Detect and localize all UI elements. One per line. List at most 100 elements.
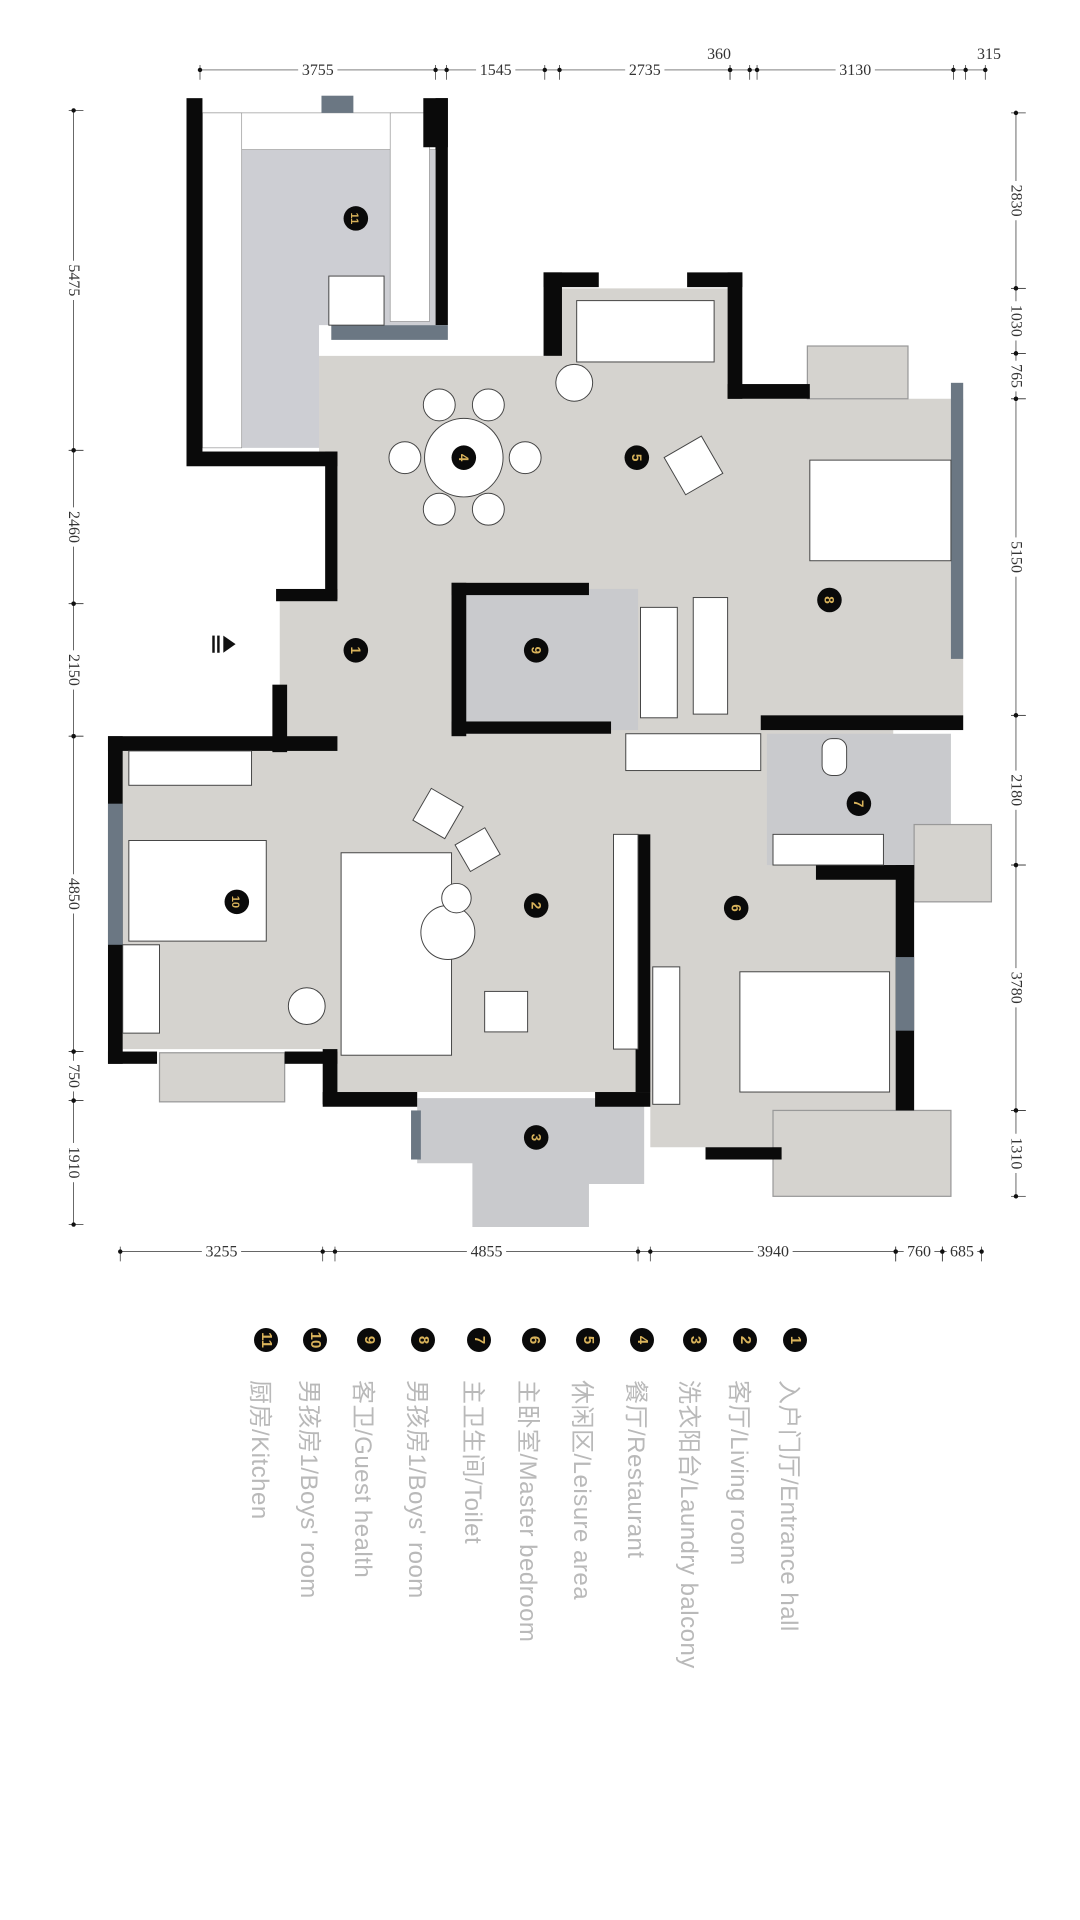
dimension-label: 1310: [1007, 1137, 1024, 1169]
bed-10-closet: [128, 750, 253, 786]
room-badge-2: 2: [523, 893, 549, 918]
room-badge-3: 3: [523, 1125, 549, 1150]
room-badges: 1 2 3 4 5 6 7 8 9 10 11: [224, 206, 872, 1150]
room-badge-number: 2: [528, 902, 543, 910]
legend-badge: 3: [683, 1328, 707, 1352]
tv-cabinet: [613, 833, 639, 1050]
balcony-10: [158, 1052, 286, 1103]
room-badge-number: 10: [229, 896, 241, 908]
dimension-label: 765: [1007, 364, 1024, 388]
dimension-label: 2830: [1007, 185, 1024, 217]
dimension-label: 360: [707, 46, 731, 63]
bed-8: [809, 459, 952, 562]
dimension-label: 1910: [65, 1147, 82, 1179]
top-dimensions: 3755 1545 2735 360 3130 315: [197, 46, 1001, 80]
dimension-label: 685: [950, 1243, 974, 1260]
desk-10: [122, 944, 161, 1034]
dimension-label: 750: [65, 1064, 82, 1088]
legend-badge: 5: [576, 1328, 600, 1352]
bottom-dimensions: 3255 4855 3940 760 685: [118, 1243, 984, 1262]
ottoman: [484, 990, 529, 1033]
dimension-label: 2180: [1007, 774, 1024, 806]
closet-8: [692, 597, 729, 715]
dimension-label: 4855: [471, 1243, 503, 1260]
legend-badge: 2: [733, 1328, 757, 1352]
room-badge-number: 9: [528, 647, 543, 655]
legend-label: 客厅/Living room: [725, 1380, 752, 1566]
room-badge-8: 8: [817, 587, 842, 613]
legend-label: 洗衣阳台/Laundry balcony: [675, 1380, 702, 1669]
kitchen-floor: [202, 112, 436, 448]
dimension-label: 315: [977, 46, 1001, 63]
dimension-label: 1545: [480, 62, 512, 79]
dimension-label: 3755: [302, 62, 334, 79]
dimension-label: 3940: [757, 1243, 789, 1260]
dimension-label: 3780: [1007, 972, 1024, 1004]
dimension-label: 760: [907, 1243, 931, 1260]
room-badge-5: 5: [624, 445, 650, 470]
closet-6: [625, 733, 762, 772]
kitchen-counter-right: [389, 112, 430, 322]
legend-badge: 11: [254, 1328, 278, 1352]
room-badge-6: 6: [723, 895, 749, 921]
legend-label: 休闲区/Leisure area: [568, 1380, 595, 1601]
room-badge-10: 10: [224, 889, 250, 915]
guest-bath-floor: [463, 588, 639, 731]
legend-badge: 4: [630, 1328, 654, 1352]
legend-badge: 7: [467, 1328, 491, 1352]
coffee-table: [420, 905, 476, 961]
laundry-floor: [417, 1098, 645, 1227]
legend-label: 厨房/Kitchen: [246, 1380, 273, 1520]
bed-6: [739, 971, 891, 1093]
legend-label: 客卫/Guest health: [349, 1380, 376, 1579]
accent-walls: [107, 95, 964, 1160]
dimension-label: 3130: [839, 62, 871, 79]
room-badge-1: 1: [343, 638, 369, 663]
legend-badge: 9: [357, 1328, 381, 1352]
dimension-label: 3255: [206, 1243, 238, 1260]
room-badge-11: 11: [343, 206, 369, 231]
legend-badge: 10: [303, 1328, 327, 1352]
bed-10: [128, 840, 267, 942]
balcony-6: [772, 1109, 952, 1197]
sofa-leisure: [576, 300, 715, 363]
legend-label: 餐厅/Restaurant: [622, 1380, 649, 1559]
room-badge-number: 5: [629, 454, 644, 462]
room-badge-9: 9: [523, 638, 549, 663]
room-badge-number: 3: [528, 1134, 543, 1142]
armchair-leisure: [663, 435, 724, 496]
entrance-arrow-icon: [212, 635, 236, 653]
legend-badge: 6: [522, 1328, 546, 1352]
room-badge-7: 7: [846, 791, 872, 816]
room-badge-number: 8: [822, 596, 837, 604]
room-badge-number: 7: [851, 800, 866, 808]
balcony-7: [913, 823, 993, 903]
dimension-label: 2460: [65, 511, 82, 543]
dimension-label: 2735: [629, 62, 661, 79]
legend-label: 入户门厅/Entrance hall: [775, 1380, 802, 1632]
legend-badge: 1: [783, 1328, 807, 1352]
side-table: [555, 363, 594, 402]
vanity-9: [640, 606, 678, 719]
legend-badge: 8: [411, 1328, 435, 1352]
room-badge-4: 4: [451, 445, 477, 470]
vanity-7: [772, 833, 884, 866]
room-badge-number: 4: [456, 454, 471, 462]
room-badge-number: 11: [348, 213, 360, 225]
legend-label: 主卧室/Master bedroom: [514, 1380, 541, 1643]
dimension-label: 1030: [1007, 305, 1024, 337]
dimension-label: 2150: [65, 654, 82, 686]
legend-label: 男孩房1/Boys' room: [295, 1380, 322, 1599]
dimension-label: 4850: [65, 878, 82, 910]
legend-label: 男孩房1/Boys' room: [403, 1380, 430, 1599]
right-dimensions: 2830 1030 765 5150 2180 3780 1310: [1007, 110, 1026, 1199]
wardrobe-6: [652, 966, 681, 1105]
room-badge-number: 1: [348, 647, 363, 655]
dimension-label: 5150: [1007, 541, 1024, 573]
balcony-8: [806, 345, 909, 400]
kitchen-fridge: [328, 275, 385, 326]
legend-label: 主卫生间/Toilet: [459, 1380, 486, 1545]
